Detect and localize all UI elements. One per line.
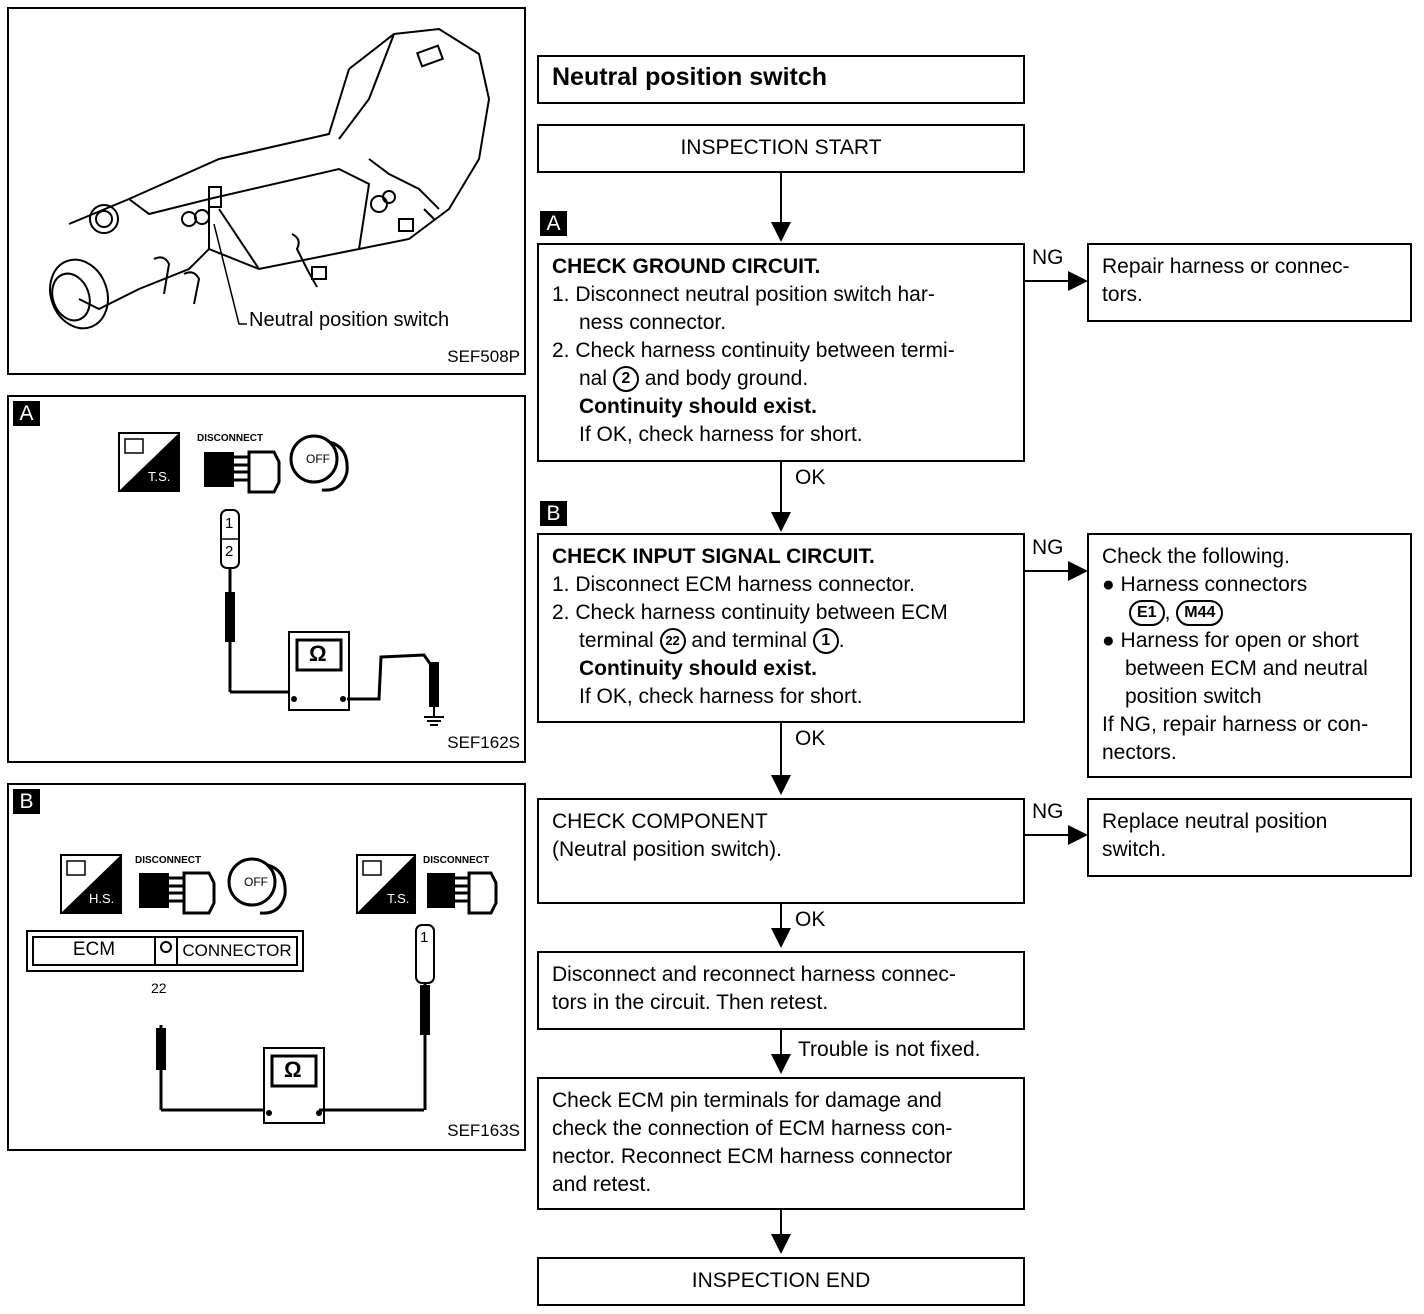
hs-icon-label: H.S. — [89, 891, 115, 906]
connector-codes: E1, M44 — [1129, 599, 1224, 627]
inspection-end: INSPECTION END — [537, 1257, 1025, 1306]
ok-label-b: OK — [795, 727, 826, 750]
disconnect-icon-label-right: DISCONNECT — [423, 855, 490, 866]
step-c-check-component: CHECK COMPONENT (Neutral position switch… — [537, 798, 1025, 904]
panel-a: A T.S. DISCONNECT OFF 1 2 Ω SEF162S — [7, 395, 526, 763]
step-b-check-input-signal-circuit: CHECK INPUT SIGNAL CIRCUIT. 1. Disconnec… — [537, 533, 1025, 723]
connector-e1-badge: E1 — [1129, 600, 1165, 627]
step-b-ng-check-following: Check the following. ● Harness connector… — [1087, 533, 1412, 778]
figure-code: SEF163S — [447, 1121, 520, 1140]
step-e-check-ecm-pins: Check ECM pin terminals for damage and c… — [537, 1077, 1025, 1210]
neutral-position-switch-callout: Neutral position switch — [249, 309, 450, 331]
step-a-tag: A — [540, 211, 567, 236]
figure-code: SEF162S — [447, 733, 520, 752]
disconnect-icon-label: DISCONNECT — [135, 855, 202, 866]
ts-icon-label: T.S. — [387, 891, 410, 906]
inspection-start: INSPECTION START — [537, 124, 1025, 173]
step-a-ng-repair: Repair harness or connec- tors. — [1087, 243, 1412, 322]
pin-22-label: 22 — [151, 980, 167, 996]
panel-b-diagram — [26, 854, 498, 1124]
terminal-2-badge: 2 — [612, 366, 639, 393]
connector-label: CONNECTOR — [182, 941, 292, 960]
terminal-1-badge: 1 — [812, 628, 839, 655]
step-c-ng-replace: Replace neutral position switch. — [1087, 798, 1412, 877]
trouble-not-fixed-label: Trouble is not fixed. — [798, 1038, 981, 1061]
figure-code: SEF508P — [447, 347, 520, 366]
probe-pin-1: 1 — [420, 929, 429, 946]
off-key-icon-label: OFF — [306, 452, 330, 466]
flow-title: Neutral position switch — [537, 55, 1025, 104]
bullet-harness-connectors: ● Harness connectors — [1102, 573, 1308, 596]
ng-label-b: NG — [1032, 536, 1064, 559]
connector-m44-badge: M44 — [1176, 600, 1224, 627]
ng-label-a: NG — [1032, 246, 1064, 269]
off-key-icon-label: OFF — [244, 875, 268, 889]
step-a-line4: nal 2 and body ground. — [579, 365, 808, 393]
panel-a-tag: A — [13, 401, 40, 426]
ecm-label: ECM — [72, 939, 116, 960]
panel-b-tag: B — [13, 789, 40, 814]
ng-label-c: NG — [1032, 800, 1064, 823]
ok-label-c: OK — [795, 908, 826, 931]
ts-icon-label: T.S. — [148, 469, 171, 484]
disconnect-icon-label: DISCONNECT — [197, 433, 264, 444]
transmission-illustration — [49, 27, 491, 330]
transmission-illustration-panel: Neutral position switch SEF508P — [7, 7, 526, 375]
step-a-check-ground-circuit: CHECK GROUND CIRCUIT. 1. Disconnect neut… — [537, 243, 1025, 462]
panel-a-diagram — [118, 432, 444, 726]
terminal-22-badge: 22 — [659, 628, 686, 655]
step-b-line3: terminal 22 and terminal 1. — [579, 627, 845, 655]
probe-pin-2: 2 — [225, 543, 234, 560]
ohm-meter-symbol: Ω — [309, 641, 327, 666]
probe-pin-1: 1 — [225, 515, 234, 532]
step-d-reconnect: Disconnect and reconnect harness connec-… — [537, 951, 1025, 1030]
panel-b: B — [7, 783, 526, 1151]
bullet-open-short: ● Harness for open or short — [1102, 629, 1359, 652]
ok-label-a: OK — [795, 466, 826, 489]
ohm-meter-symbol: Ω — [284, 1057, 302, 1082]
step-b-tag: B — [540, 501, 567, 526]
